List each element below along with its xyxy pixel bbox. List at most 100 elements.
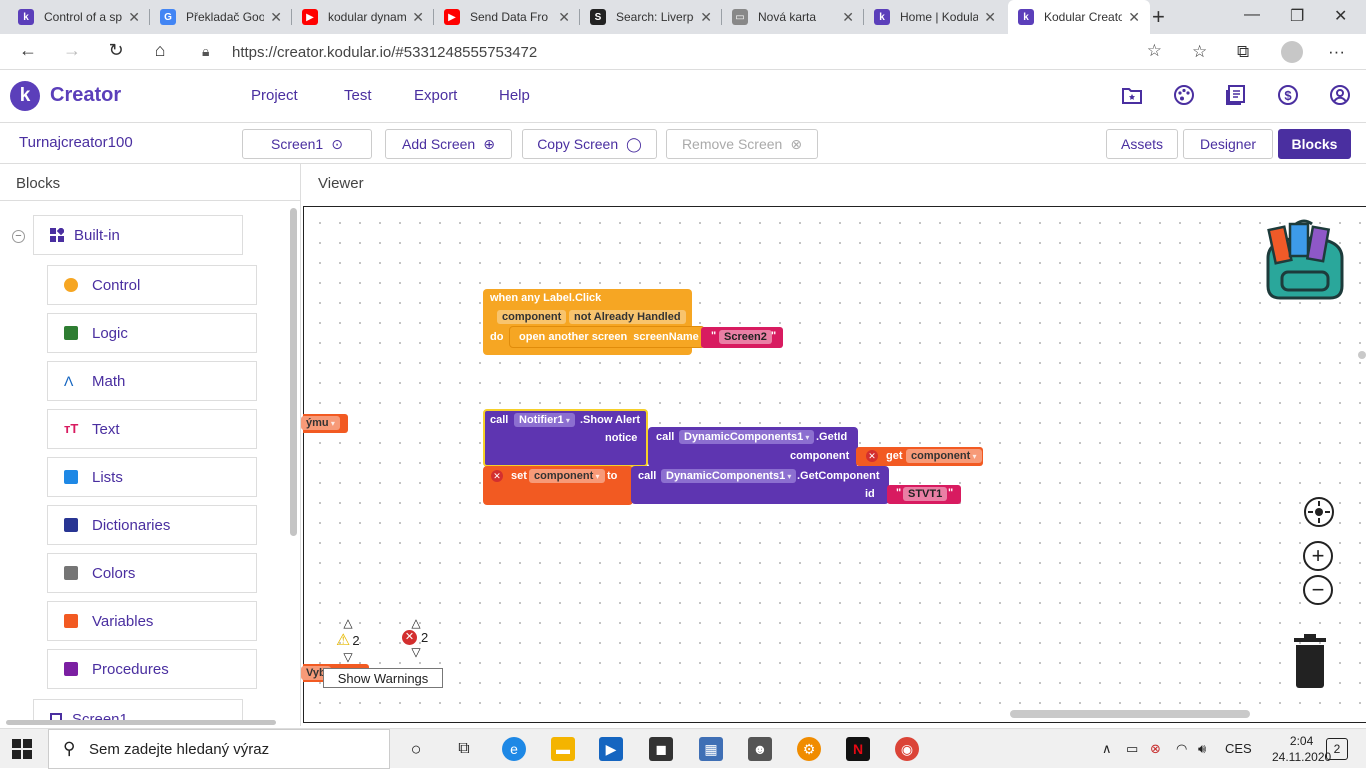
block-category-lists[interactable]: Lists: [47, 457, 257, 497]
block-category-colors[interactable]: Colors: [47, 553, 257, 593]
show-warnings-button[interactable]: Show Warnings: [323, 668, 443, 688]
menu-project[interactable]: Project: [251, 87, 298, 104]
block-category-procedures[interactable]: Procedures: [47, 649, 257, 689]
screen-selector[interactable]: Screen1 ⊙: [242, 129, 372, 159]
remove-screen-button[interactable]: Remove Screen ⊗: [666, 129, 818, 159]
text-block-screen2[interactable]: " Screen2 ": [701, 327, 783, 348]
wifi-icon[interactable]: ◠: [1176, 741, 1188, 756]
browser-tab[interactable]: k Home | Kodula ✕: [864, 0, 1006, 34]
blocks-drawer-hscrollbar[interactable]: [6, 720, 276, 725]
url-field[interactable]: 🔒︎ https://creator.kodular.io/#533124855…: [188, 37, 1174, 67]
close-tab-icon[interactable]: ✕: [1128, 8, 1140, 25]
browser-tab[interactable]: ▶ Send Data Fro ✕: [434, 0, 580, 34]
tray-expand-icon[interactable]: ∧: [1102, 741, 1112, 756]
variable-dropdown[interactable]: component: [906, 449, 982, 463]
block-category-dictionaries[interactable]: Dictionaries: [47, 505, 257, 545]
dynamic-components-get-component-block[interactable]: call DynamicComponents1 .GetComponent id: [631, 466, 889, 504]
variable-dropdown[interactable]: component: [529, 469, 605, 483]
open-another-screen-block[interactable]: open another screen screenName: [509, 326, 705, 348]
text-value[interactable]: Screen2: [719, 330, 772, 344]
dollar-icon[interactable]: $: [1277, 84, 1299, 106]
windows-start-icon[interactable]: [12, 739, 32, 759]
collections-icon[interactable]: ⧉: [1237, 42, 1250, 61]
assets-button[interactable]: Assets: [1106, 129, 1178, 159]
language-indicator[interactable]: CES: [1225, 741, 1252, 756]
close-tab-icon[interactable]: ✕: [700, 8, 712, 25]
edge-icon[interactable]: e: [502, 737, 526, 761]
browser-tab[interactable]: ▭ Nová karta ✕: [722, 0, 864, 34]
more-options-icon[interactable]: ···: [1328, 42, 1345, 61]
battery-icon[interactable]: ▭: [1126, 741, 1139, 756]
back-icon[interactable]: ←: [19, 40, 37, 60]
profile-avatar[interactable]: [1281, 41, 1303, 63]
designer-button[interactable]: Designer: [1183, 129, 1273, 159]
close-window-icon[interactable]: ✕: [1334, 8, 1348, 25]
next-warning-arrow-icon[interactable]: ▽: [343, 650, 353, 664]
zoom-out-icon[interactable]: −: [1303, 575, 1333, 605]
menu-export[interactable]: Export: [414, 87, 458, 104]
task-view-icon[interactable]: ⧉: [458, 740, 470, 757]
prev-error-arrow-icon[interactable]: △: [411, 616, 421, 630]
restore-icon[interactable]: ❐: [1290, 8, 1305, 25]
network-status-icon[interactable]: ⊗: [1150, 741, 1161, 756]
chrome-icon[interactable]: ◉: [895, 737, 919, 761]
close-tab-icon[interactable]: ✕: [412, 8, 424, 25]
close-tab-icon[interactable]: ✕: [128, 8, 140, 25]
notifications-icon[interactable]: 2: [1326, 738, 1348, 760]
zoom-in-icon[interactable]: +: [1303, 541, 1333, 571]
favorites-icon[interactable]: ☆: [1192, 42, 1208, 61]
menu-test[interactable]: Test: [344, 87, 372, 104]
close-tab-icon[interactable]: ✕: [842, 8, 854, 25]
param-not-already-handled[interactable]: not Already Handled: [569, 310, 686, 324]
favorite-star-icon[interactable]: ☆: [1146, 41, 1162, 60]
next-error-arrow-icon[interactable]: ▽: [411, 645, 421, 659]
media-player-icon[interactable]: ▶: [599, 737, 623, 761]
backpack-icon[interactable]: [1260, 218, 1350, 304]
browser-tab[interactable]: ▶ kodular dynam ✕: [292, 0, 434, 34]
minimize-icon[interactable]: —: [1244, 6, 1260, 23]
copy-screen-button[interactable]: Copy Screen ◯: [522, 129, 657, 159]
browser-tab[interactable]: G Překladač Goo ✕: [150, 0, 292, 34]
photo-app-icon[interactable]: ☻: [748, 737, 772, 761]
netflix-icon[interactable]: N: [846, 737, 870, 761]
dynamic-components-get-id-block[interactable]: call DynamicComponents1 .GetId component: [648, 427, 858, 467]
block-category-variables[interactable]: Variables: [47, 601, 257, 641]
add-screen-button[interactable]: Add Screen ⊕: [385, 129, 512, 159]
menu-help[interactable]: Help: [499, 87, 530, 104]
store-icon[interactable]: ◼: [649, 737, 673, 761]
component-dropdown[interactable]: DynamicComponents1: [679, 430, 815, 444]
set-variable-block[interactable]: ✕ set component to: [483, 466, 633, 505]
recenter-icon[interactable]: [1304, 497, 1334, 527]
workspace-vscrollbar[interactable]: [1358, 351, 1366, 359]
new-tab-button[interactable]: +: [1152, 4, 1165, 29]
volume-icon[interactable]: 🔊︎: [1198, 741, 1207, 756]
settings-app-icon[interactable]: ⚙: [797, 737, 821, 761]
calculator-icon[interactable]: ▦: [699, 737, 723, 761]
my-projects-icon[interactable]: [1121, 84, 1143, 106]
component-dropdown[interactable]: Notifier1: [514, 413, 575, 427]
workspace-hscrollbar[interactable]: [1010, 710, 1250, 718]
forward-icon[interactable]: →: [63, 40, 81, 60]
cortana-icon[interactable]: ○: [410, 738, 422, 759]
browser-tab-active[interactable]: k Kodular Creato ✕: [1008, 0, 1150, 34]
blocks-button[interactable]: Blocks: [1278, 129, 1351, 159]
account-icon[interactable]: [1329, 84, 1351, 106]
block-category-control[interactable]: Control: [47, 265, 257, 305]
blocks-drawer-scrollbar[interactable]: [290, 208, 297, 536]
prev-warning-arrow-icon[interactable]: △: [343, 616, 353, 630]
text-block-stvt1[interactable]: " STVT1 ": [887, 485, 961, 504]
get-variable-block[interactable]: ✕ get component: [856, 447, 983, 466]
notifier-show-alert-block[interactable]: call Notifier1 .Show Alert notice: [483, 409, 648, 467]
close-tab-icon[interactable]: ✕: [558, 8, 570, 25]
component-dropdown[interactable]: DynamicComponents1: [661, 469, 797, 483]
taskbar-search-input[interactable]: ⚲ Sem zadejte hledaný výraz: [48, 729, 390, 769]
taskbar-clock[interactable]: 2:04 24.11.2020: [1272, 734, 1332, 764]
home-icon[interactable]: ⌂: [154, 40, 166, 60]
trash-icon[interactable]: [1290, 634, 1330, 688]
stray-block[interactable]: ýmu: [301, 414, 348, 433]
block-category-logic[interactable]: Logic: [47, 313, 257, 353]
kodular-logo[interactable]: k: [10, 81, 40, 111]
browser-tab[interactable]: k Control of a sp ✕: [8, 0, 150, 34]
